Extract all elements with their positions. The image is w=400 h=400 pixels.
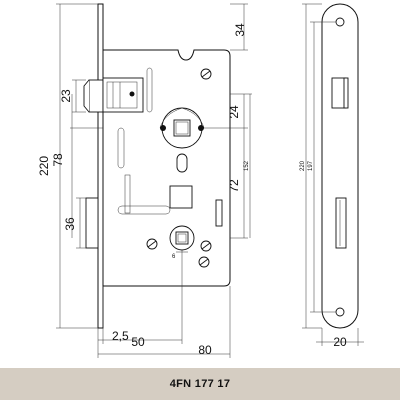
cylinder-hub <box>169 225 195 251</box>
model-banner: 4FN 177 17 <box>0 368 400 400</box>
dim-80: 80 <box>198 343 212 357</box>
dim-78: 78 <box>51 153 65 167</box>
dim-72: 72 <box>227 179 241 193</box>
front-plate <box>85 3 104 329</box>
dim-220: 220 <box>37 156 51 176</box>
dim-50: 50 <box>131 335 145 349</box>
dim-24: 24 <box>227 105 241 119</box>
dimension-labels: 34 23 24 220 78 72 152 36 6 2,5 50 80 <box>37 23 250 357</box>
dim-152: 152 <box>244 160 250 171</box>
side-dim-20: 20 <box>333 335 347 349</box>
lock-case <box>83 49 231 287</box>
latch-bolt <box>83 77 144 113</box>
dim-2-5: 2,5 <box>112 329 129 343</box>
follower-hub <box>159 107 205 149</box>
dim-23: 23 <box>59 89 73 103</box>
latch-lower-block <box>85 197 99 249</box>
dim-34: 34 <box>233 23 247 37</box>
dimension-lines <box>56 3 252 358</box>
model-number: 4FN 177 17 <box>169 378 231 390</box>
side-view-faceplate <box>302 3 364 346</box>
side-dim-220: 220 <box>300 160 306 171</box>
side-dim-197: 197 <box>308 160 314 171</box>
dim-36: 36 <box>63 217 77 231</box>
bolt-block <box>169 185 193 209</box>
side-view-labels: 220 197 20 <box>300 160 347 349</box>
lock-technical-drawing: 34 23 24 220 78 72 152 36 6 2,5 50 80 22… <box>37 3 364 358</box>
dim-6: 6 <box>172 254 176 260</box>
